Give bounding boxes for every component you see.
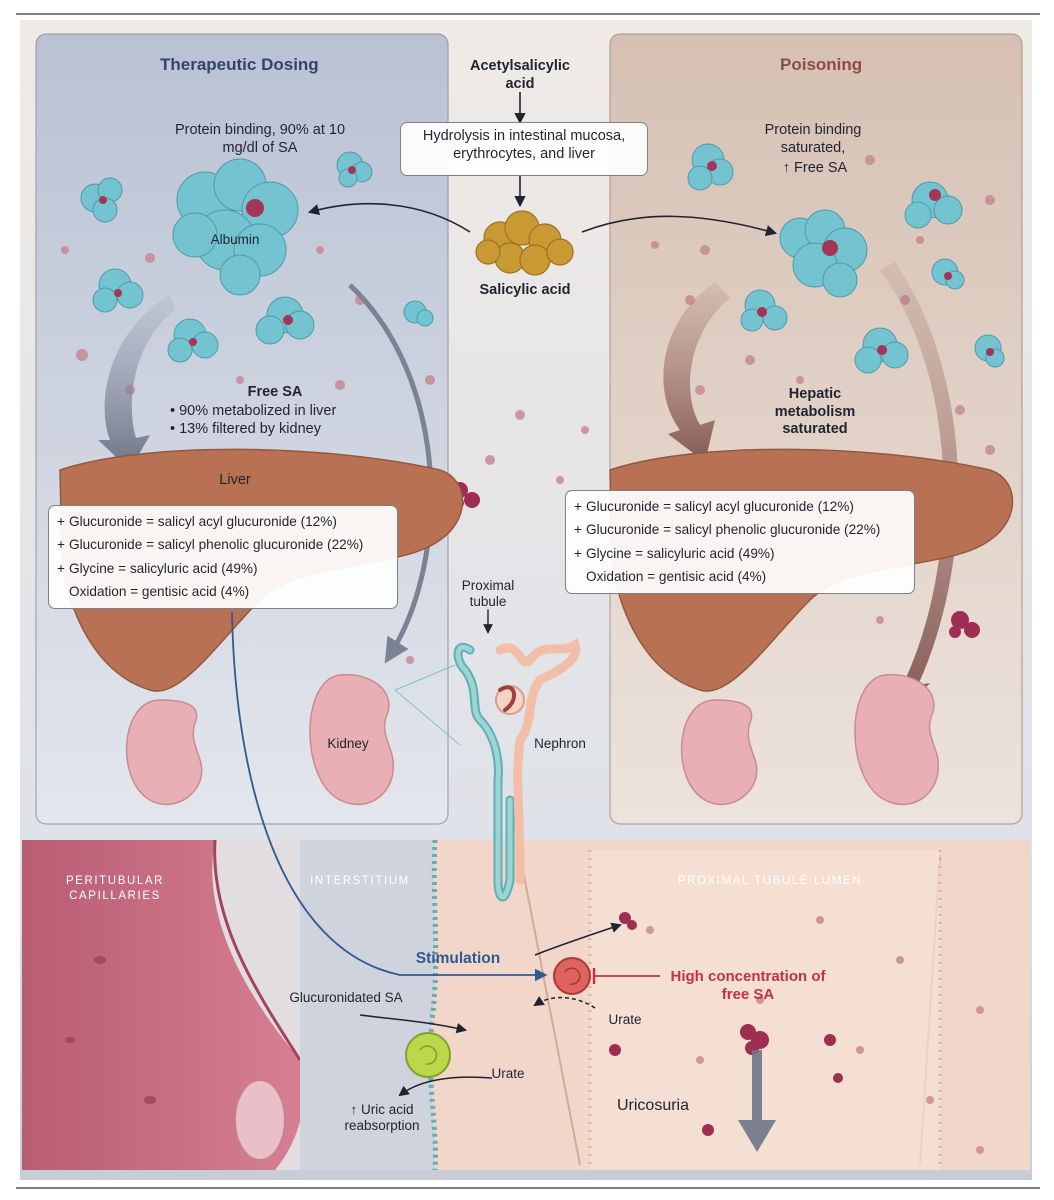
free-sa-list: 90% metabolized in liver 13% filtered by… — [170, 402, 380, 438]
metabolism-row: +Glucuronide = salicyl phenolic glucuron… — [57, 537, 364, 553]
peritubular-label: PERITUBULAR CAPILLARIES — [65, 875, 165, 902]
interstitium-label: INTERSTITIUM — [310, 875, 410, 887]
free-sa-increase: ↑ Free SA — [782, 160, 848, 176]
nephron-label: Nephron — [534, 736, 586, 751]
uric-acid-label: ↑ Uric acid reabsorption — [344, 1102, 420, 1134]
metabolism-row: +Glucuronide = salicyl phenolic glucuron… — [574, 522, 881, 538]
urate-bottom-label: Urate — [491, 1066, 525, 1081]
protein-binding-label: Protein binding, 90% at 10 mg/dl of SA — [174, 122, 346, 156]
metabolism-row: Oxidation = gentisic acid (4%) — [586, 569, 767, 585]
proximal-tubule-label: Proximal tubule — [461, 578, 515, 610]
free-sa-item: 13% filtered by kidney — [170, 420, 380, 438]
uricosuria-label: Uricosuria — [616, 1097, 689, 1114]
salicylic-acid-molecule — [475, 210, 574, 276]
free-sa-block: Free SA 90% metabolized in liver 13% fil… — [170, 384, 380, 438]
albumin-proteins — [80, 151, 434, 363]
red-transporter — [553, 957, 591, 995]
glucuronidated-sa-label: Glucuronidated SA — [289, 990, 403, 1005]
arrow-to-poisoning — [581, 215, 778, 236]
green-transporter — [405, 1032, 451, 1078]
right-kidney-arrow — [880, 262, 959, 710]
interstitium-area — [300, 840, 435, 1170]
high-concentration-label: High concentration of free SA — [670, 968, 826, 1004]
kidney-label: Kidney — [327, 736, 369, 751]
lumen-label: PROXIMAL TUBULE LUMEN — [677, 875, 863, 887]
urate-top-label: Urate — [608, 1012, 642, 1027]
peritubular-capillary — [22, 840, 304, 1170]
red-cell — [234, 1079, 286, 1161]
poisoning-title: Poisoning — [780, 55, 863, 74]
metabolism-row: +Glycine = salicyluric acid (49%) — [57, 560, 258, 576]
kidneys-poisoning — [680, 673, 940, 806]
therapeutic-title: Therapeutic Dosing — [160, 55, 319, 74]
metabolism-row: +Glucuronide = salicyl acyl glucuronide … — [574, 499, 854, 514]
hydrolysis-box: Hydrolysis in intestinal mucosa, erythro… — [400, 122, 648, 176]
protein-binding-saturated: Protein binding saturated, — [764, 122, 862, 156]
uricosuria-arrow — [738, 1050, 776, 1152]
free-sa-item: 90% metabolized in liver — [170, 402, 380, 420]
stimulation-arrow — [231, 611, 548, 982]
renal-cell-section — [22, 839, 1030, 1171]
hepatic-saturated: Hepatic metabolism saturated — [774, 386, 856, 438]
metabolism-row: Oxidation = gentisic acid (4%) — [69, 584, 250, 600]
kidneys-therapeutic — [125, 673, 395, 806]
arrow-to-albumin — [307, 202, 471, 233]
acetylsalicylic-acid-label: Acetylsalicylic acid — [470, 58, 570, 92]
liver-label: Liver — [219, 472, 251, 488]
nephron — [394, 609, 581, 902]
right-curved-arrow — [663, 282, 730, 462]
stimulation-label: Stimulation — [415, 950, 501, 967]
left-curved-arrow — [98, 295, 175, 470]
metabolism-row: +Glucuronide = salicyl acyl glucuronide … — [57, 514, 337, 529]
albumin-proteins-poisoning — [687, 143, 1005, 374]
metabolism-box-therapeutic: +Glucuronide = salicyl acyl glucuronide … — [48, 505, 398, 609]
salicylic-acid-label: Salicylic acid — [479, 282, 571, 298]
hydrolysis-text: Hydrolysis in intestinal mucosa, erythro… — [422, 128, 626, 162]
metabolism-box-poisoning: +Glucuronide = salicyl acyl glucuronide … — [565, 490, 915, 594]
free-sa-title: Free SA — [247, 384, 303, 400]
albumin-label: Albumin — [210, 232, 260, 247]
metabolism-row: +Glycine = salicyluric acid (49%) — [574, 545, 775, 561]
